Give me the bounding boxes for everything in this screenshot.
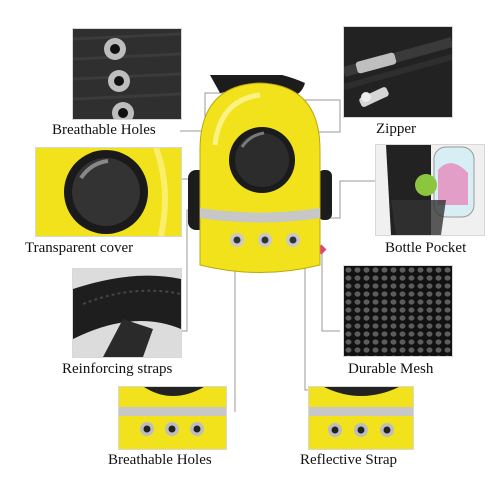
photo-zipper: [343, 26, 453, 118]
label-durable-mesh: Durable Mesh: [348, 361, 434, 377]
backpack-image: [188, 75, 332, 273]
label-reinforcing-straps: Reinforcing straps: [62, 361, 173, 377]
photo-reflective-strap: [308, 386, 414, 450]
label-bottle-pocket: Bottle Pocket: [385, 240, 467, 256]
photo-breathable-holes-top: [72, 28, 182, 120]
photo-breathable-holes-bottom: [118, 386, 227, 450]
line-zipper: [285, 99, 341, 133]
photo-bottle-pocket: [375, 144, 485, 236]
label-reflective-strap: Reflective Strap: [300, 452, 398, 468]
label-breathable-holes-bottom: Breathable Holes: [108, 452, 212, 468]
label-zipper: Zipper: [376, 121, 416, 137]
label-breathable-holes-top: Breathable Holes: [52, 122, 156, 138]
photo-transparent-cover: [35, 147, 182, 237]
photo-durable-mesh: [343, 265, 453, 357]
line-durable-mesh: [321, 250, 340, 332]
label-transparent-cover: Transparent cover: [25, 240, 134, 256]
photo-reinforcing-straps: [72, 268, 182, 358]
